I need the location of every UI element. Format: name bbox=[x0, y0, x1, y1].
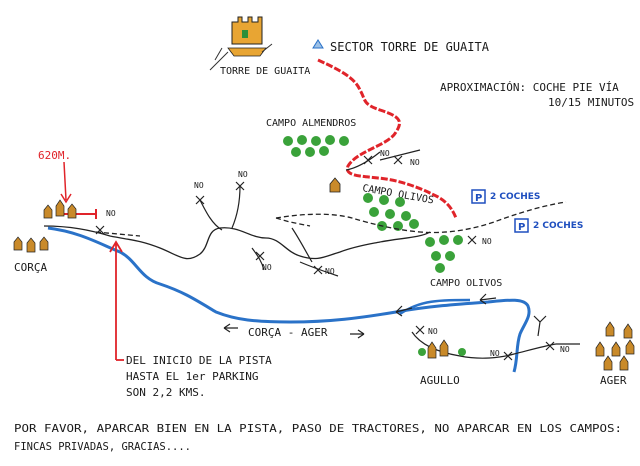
olive-trees-upper bbox=[363, 193, 419, 231]
altitude-label: 620M. bbox=[38, 149, 71, 162]
road-label: CORÇA - AGER bbox=[248, 326, 328, 339]
altitude-arrow bbox=[60, 161, 72, 204]
svg-text:NO: NO bbox=[194, 181, 204, 190]
distance-note-2: HASTA EL 1er PARKING bbox=[126, 370, 258, 383]
parking-1-label: 2 COCHES bbox=[490, 192, 540, 202]
field-almendros-label: CAMPO ALMENDROS bbox=[266, 118, 356, 129]
castle-label: TORRE DE GUAITA bbox=[220, 66, 310, 77]
approach-path bbox=[317, 58, 458, 219]
village-agullo-icon bbox=[418, 339, 466, 359]
parking-1: P 2 COCHES bbox=[471, 189, 540, 204]
direction-arrows bbox=[223, 293, 497, 339]
distance-note-1: DEL INICIO DE LA PISTA bbox=[126, 354, 272, 367]
village-agullo-label: AGULLO bbox=[420, 374, 460, 387]
svg-text:NO: NO bbox=[410, 158, 420, 167]
village-corca-label: CORÇA bbox=[14, 261, 47, 274]
svg-text:NO: NO bbox=[262, 263, 272, 272]
svg-text:NO: NO bbox=[106, 209, 116, 218]
parking-2-label: 2 COCHES bbox=[533, 221, 583, 231]
almond-trees bbox=[283, 135, 349, 157]
olive-trees-lower bbox=[425, 235, 463, 273]
svg-text:NO: NO bbox=[428, 327, 438, 336]
track-main bbox=[43, 225, 431, 260]
village-ager-icon bbox=[595, 321, 635, 371]
parking-2-symbol: P bbox=[518, 222, 525, 233]
parking-2: P 2 COCHES bbox=[514, 218, 583, 233]
svg-text:NO: NO bbox=[238, 170, 248, 179]
distance-note-3: SON 2,2 KMS. bbox=[126, 386, 205, 399]
svg-text:NO: NO bbox=[380, 149, 390, 158]
village-corca-icon bbox=[13, 199, 77, 253]
footer-line-1: POR FAVOR, APARCAR BIEN EN LA PISTA, PAS… bbox=[14, 423, 622, 435]
svg-text:NO: NO bbox=[560, 345, 570, 354]
svg-text:NO: NO bbox=[325, 267, 335, 276]
field-olivos-lower-label: CAMPO OLIVOS bbox=[430, 278, 502, 289]
svg-text:NO: NO bbox=[482, 237, 492, 246]
approach-line-2: 10/15 MINUTOS bbox=[548, 96, 634, 109]
no-labels: NO NO NO NO NO NO NO NO NO NO NO bbox=[106, 149, 570, 358]
house-icon bbox=[329, 177, 341, 193]
distance-arrow bbox=[109, 240, 123, 360]
river-road bbox=[47, 226, 531, 373]
track-upper bbox=[275, 201, 567, 234]
parking-1-symbol: P bbox=[475, 193, 482, 204]
svg-text:NO: NO bbox=[490, 349, 500, 358]
castle-icon bbox=[209, 16, 273, 71]
footer-line-2: FINCAS PRIVADAS, GRACIAS.... bbox=[14, 441, 191, 453]
side-tracks bbox=[199, 185, 339, 277]
approach-line-1: APROXIMACIÓN: COCHE PIE VÍA bbox=[440, 81, 619, 94]
sector-label: SECTOR TORRE DE GUAITA bbox=[330, 40, 490, 54]
village-ager-label: AGER bbox=[600, 374, 627, 387]
triangle-icon bbox=[312, 39, 324, 49]
